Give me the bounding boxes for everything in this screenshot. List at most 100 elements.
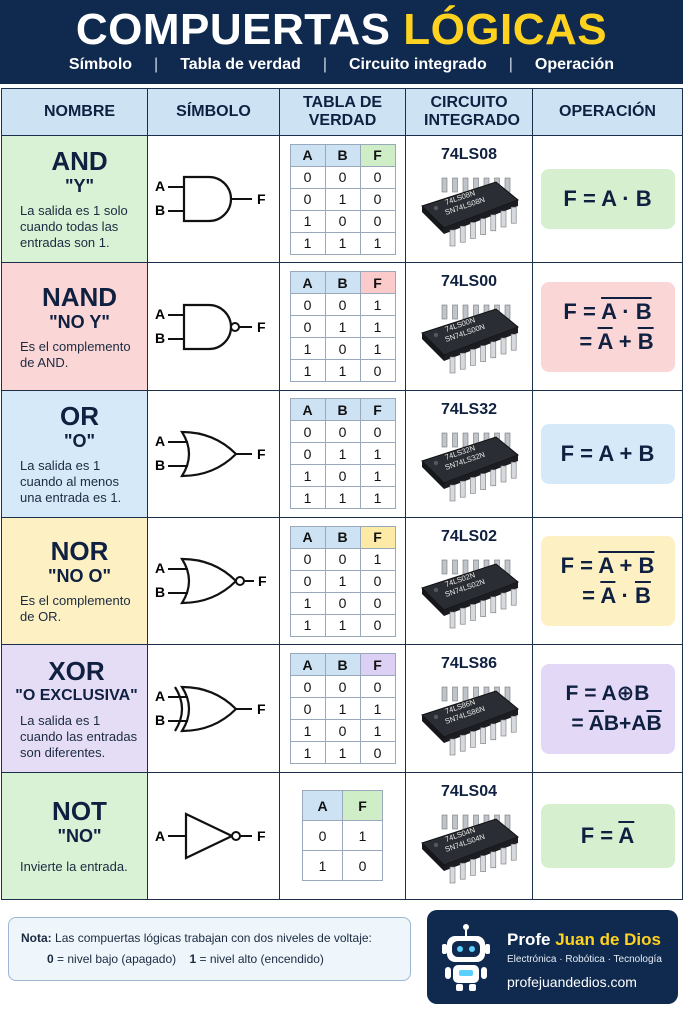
title-part2: LÓGICAS (403, 5, 608, 54)
ic-label: 74LS08 (440, 146, 498, 164)
operation-cell: F = A · B (532, 135, 683, 264)
truth-table-value: 1 (324, 359, 361, 383)
gate-name: AND (51, 146, 108, 177)
table-row: OR "O" La salida es 1 cuando al menos un… (1, 389, 683, 519)
nand-gate-symbol: A B F (155, 303, 266, 350)
truth-table-value: 1 (359, 547, 396, 571)
separator: | (508, 56, 513, 73)
gate-name: XOR (48, 655, 105, 686)
input-b-label: B (155, 584, 165, 600)
truth-table-value: 0 (359, 569, 396, 593)
truth-table-value: 1 (359, 231, 396, 255)
or-gate-symbol: A B F (155, 430, 266, 477)
operation-cell: F = A (532, 771, 683, 901)
input-a-label: A (155, 178, 165, 194)
column-header: TABLA DE VERDAD (279, 87, 406, 137)
note-zero: 0 (47, 952, 54, 966)
truth-table-value: 1 (359, 293, 396, 317)
column-header: CIRCUITO INTEGRADO (405, 87, 533, 137)
title-part1: COMPUERTAS (75, 5, 391, 54)
gate-name: NAND (41, 281, 118, 312)
truth-table-value: 0 (324, 547, 361, 571)
formula-part: A (588, 711, 604, 735)
brand-url[interactable]: profejuandedios.com (507, 974, 637, 990)
gate-name: NOT (52, 795, 107, 826)
truth-table-header-cell: A (289, 653, 326, 677)
truth-table-value: 0 (359, 741, 396, 765)
truth-table-header-cell: B (324, 143, 361, 167)
formula-part: A + B (598, 553, 655, 579)
robot-icon (442, 924, 490, 991)
truth-table-value: 0 (289, 293, 326, 317)
gate-spanish-name: "Y" (64, 176, 95, 197)
gate-description: La salida es 1 solo cuando todas las ent… (20, 203, 128, 251)
symbol-cell: A B F (147, 262, 280, 391)
truth-table-value: 1 (324, 613, 361, 637)
gate-spanish-name: "O" (63, 430, 96, 451)
formula-part: A (597, 328, 613, 354)
subtitle-item: Operación (534, 56, 615, 73)
truth-table-header-cell: A (289, 525, 326, 549)
truth-table-header-cell: F (359, 653, 396, 677)
note-one-text: = nivel alto (encendido) (199, 952, 324, 966)
gate-name: OR (60, 400, 99, 431)
note-line-2: 0 = nivel bajo (apagado) 1 = nivel alto … (21, 951, 400, 968)
truth-table-value: 0 (324, 420, 361, 444)
truth-table-value: 1 (324, 231, 361, 255)
note-text: Las compuertas lógicas trabajan con dos … (55, 931, 372, 945)
operation-cell: F = A + B (532, 389, 683, 519)
truth-table-value: 0 (289, 165, 326, 189)
truth-table-value: 0 (289, 187, 326, 211)
truth-table-value: 1 (359, 337, 396, 361)
gate-description: Invierte la entrada. (20, 858, 128, 874)
formula-part: = (582, 583, 601, 609)
operation-formula: F = A + B (560, 440, 655, 466)
truth-table-value: 0 (359, 420, 396, 444)
column-header-text: CIRCUITO INTEGRADO (424, 94, 520, 130)
ic-label: 74LS86 (440, 655, 498, 673)
truth-table-value: 1 (289, 591, 326, 615)
symbol-cell: A F (147, 771, 280, 901)
formula-part: · (615, 583, 635, 609)
output-f-label: F (257, 701, 266, 717)
note-box: Nota: Las compuertas lógicas trabajan co… (8, 917, 411, 981)
truth-table-value: 0 (324, 209, 361, 233)
truth-table-value: 1 (324, 442, 361, 466)
ic-label: 74LS04 (440, 782, 498, 800)
truth-table-value: 0 (324, 337, 361, 361)
nor-gate-symbol: A B F (155, 558, 267, 605)
subtitle: Símbolo | Tabla de verdad | Circuito int… (0, 56, 683, 74)
brand-name-part2: Juan de Dios (555, 930, 661, 949)
column-header: NOMBRE (1, 87, 148, 137)
truth-table-value: 1 (324, 697, 361, 721)
gate-description: La salida es 1 cuando las entradas son d… (20, 712, 138, 760)
truth-table-value: 0 (359, 613, 396, 637)
gate-name-cell: OR "O" La salida es 1 cuando al menos un… (1, 389, 148, 519)
gate-description: Es el complemento de AND. (20, 338, 131, 370)
truth-table-header-cell: B (324, 398, 361, 422)
